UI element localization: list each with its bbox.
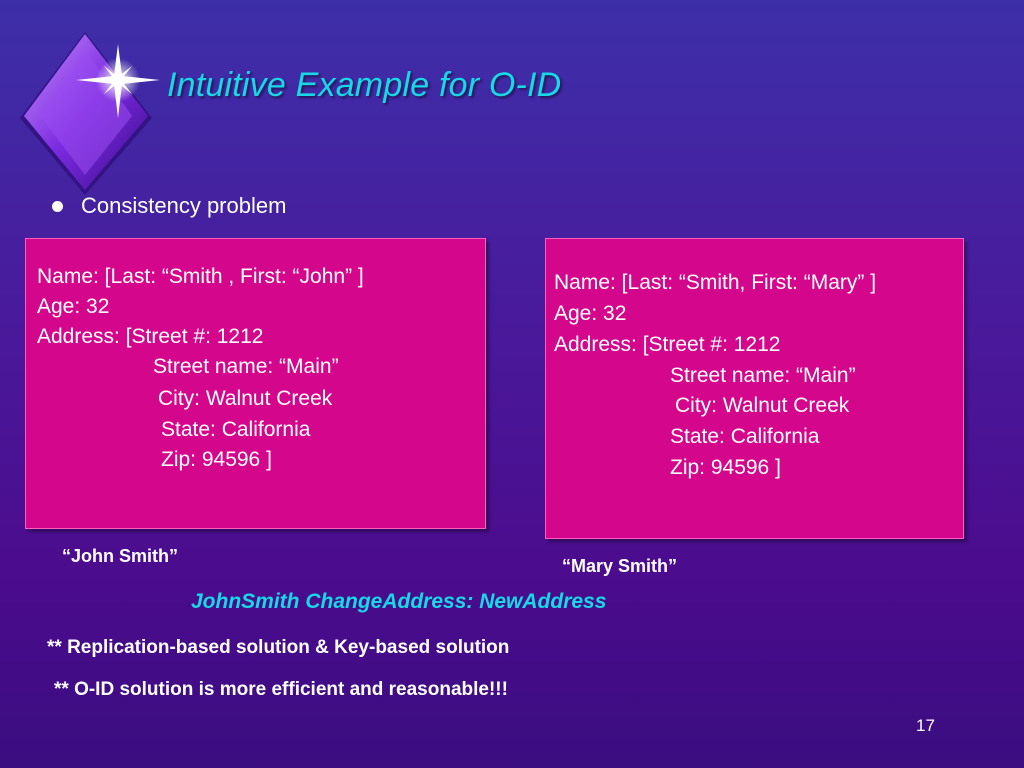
card-line-city: City: Walnut Creek bbox=[675, 394, 850, 417]
object-card-mary: Name: [Last: “Smith, First: “Mary” ] Age… bbox=[545, 238, 964, 539]
object-card-john: Name: [Last: “Smith , First: “John” ] Ag… bbox=[25, 238, 486, 529]
card-line-age: Age: 32 bbox=[37, 295, 110, 318]
note-oid-solution: ** O-ID solution is more efficient and r… bbox=[54, 679, 508, 700]
diamond-star-icon bbox=[20, 32, 160, 195]
caption-john-smith: “John Smith” bbox=[62, 546, 178, 566]
card-line-name: Name: [Last: “Smith, First: “Mary” ] bbox=[554, 271, 877, 294]
card-line-city: City: Walnut Creek bbox=[158, 387, 333, 410]
diamond-star-logo bbox=[20, 30, 170, 200]
note-replication-solution: ** Replication-based solution & Key-base… bbox=[47, 637, 510, 658]
bullet-item: Consistency problem bbox=[52, 193, 286, 219]
card-line-name: Name: [Last: “Smith , First: “John” ] bbox=[37, 265, 364, 288]
card-line-address: Address: [Street #: 1212 bbox=[37, 325, 264, 348]
bullet-text: Consistency problem bbox=[81, 193, 287, 218]
card-line-street-name: Street name: “Main” bbox=[153, 355, 339, 378]
card-line-age: Age: 32 bbox=[554, 302, 627, 325]
card-line-state: State: California bbox=[161, 418, 311, 441]
card-line-zip: Zip: 94596 ] bbox=[161, 448, 272, 471]
caption-mary-smith: “Mary Smith” bbox=[562, 556, 678, 576]
card-line-zip: Zip: 94596 ] bbox=[670, 456, 781, 479]
bullet-dot-icon bbox=[52, 200, 63, 212]
card-line-address: Address: [Street #: 1212 bbox=[554, 333, 781, 356]
page-number: 17 bbox=[916, 716, 935, 735]
card-line-state: State: California bbox=[670, 425, 820, 448]
change-address-command: JohnSmith ChangeAddress: NewAddress bbox=[191, 590, 607, 613]
card-line-street-name: Street name: “Main” bbox=[670, 364, 856, 387]
slide-title: Intuitive Example for O-ID bbox=[167, 66, 562, 104]
